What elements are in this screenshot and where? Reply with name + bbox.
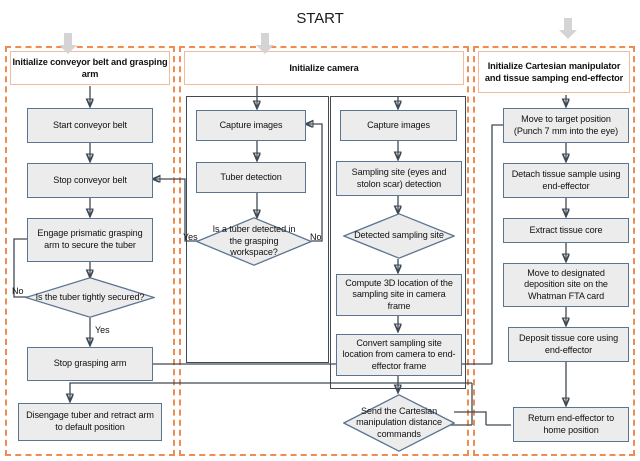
decision-send-cartesian-commands[interactable]: Send the Cartesian manipulation distance… <box>343 394 455 452</box>
node-stop-grasping-arm[interactable]: Stop grasping arm <box>27 347 153 381</box>
block-arrow-lane2 <box>256 33 274 54</box>
branch-label-tuber-no: No <box>310 232 322 242</box>
lane2-header: Initialize camera <box>184 51 464 85</box>
decision-tuber-tightly-secured[interactable]: Is the tuber tightly secured? <box>25 277 155 318</box>
block-arrow-lane1 <box>59 33 77 54</box>
node-engage-grasping-arm[interactable]: Engage prismatic grasping arm to secure … <box>27 218 153 262</box>
decision-tuber-detected[interactable]: Is a tuber detected in the grasping work… <box>196 217 312 266</box>
lane3-header: Initialize Cartesian manipulator and tis… <box>478 51 630 93</box>
node-move-to-target-position[interactable]: Move to target position (Punch 7 mm into… <box>503 108 629 143</box>
start-title: START <box>5 3 635 35</box>
branch-label-tuber-yes: Yes <box>183 232 198 242</box>
node-deposit-tissue-core[interactable]: Deposit tissue core using end-effector <box>508 327 629 362</box>
decision-send-cartesian-commands-label: Send the Cartesian manipulation distance… <box>356 405 442 439</box>
node-start-conveyor-belt[interactable]: Start conveyor belt <box>27 108 153 143</box>
lane-conveyor-grasping <box>5 46 175 456</box>
decision-detected-sampling-site[interactable]: Detected sampling site <box>343 213 455 259</box>
node-sampling-site-detection[interactable]: Sampling site (eyes and stolon scar) det… <box>336 161 462 196</box>
node-capture-images-sampling[interactable]: Capture images <box>340 110 457 141</box>
node-capture-images-tuber[interactable]: Capture images <box>196 110 306 141</box>
node-detach-tissue-sample[interactable]: Detach tissue sample using end-effector <box>503 163 629 198</box>
lane-camera <box>179 46 469 456</box>
decision-tuber-detected-label: Is a tuber detected in the grasping work… <box>212 224 296 258</box>
node-stop-conveyor-belt[interactable]: Stop conveyor belt <box>27 163 153 198</box>
decision-detected-sampling-site-label: Detected sampling site <box>354 230 444 241</box>
node-tuber-detection[interactable]: Tuber detection <box>196 162 306 193</box>
decision-tuber-tightly-secured-label: Is the tuber tightly secured? <box>35 291 145 302</box>
node-extract-tissue-core[interactable]: Extract tissue core <box>503 218 629 243</box>
lane1-header: Initialize conveyor belt and grasping ar… <box>10 51 170 85</box>
block-arrow-lane3 <box>559 18 577 39</box>
branch-label-tight-no: No <box>12 286 24 296</box>
lane-cartesian <box>473 46 635 456</box>
node-compute-3d-location[interactable]: Compute 3D location of the sampling site… <box>336 274 462 316</box>
node-return-end-effector-home[interactable]: Return end-effector to home position <box>513 407 629 442</box>
node-convert-sampling-location[interactable]: Convert sampling site location from came… <box>336 334 462 376</box>
node-disengage-tuber[interactable]: Disengage tuber and retract arm to defau… <box>18 403 162 441</box>
node-move-to-deposition-site[interactable]: Move to designated deposition site on th… <box>503 263 629 307</box>
branch-label-tight-yes: Yes <box>95 325 110 335</box>
